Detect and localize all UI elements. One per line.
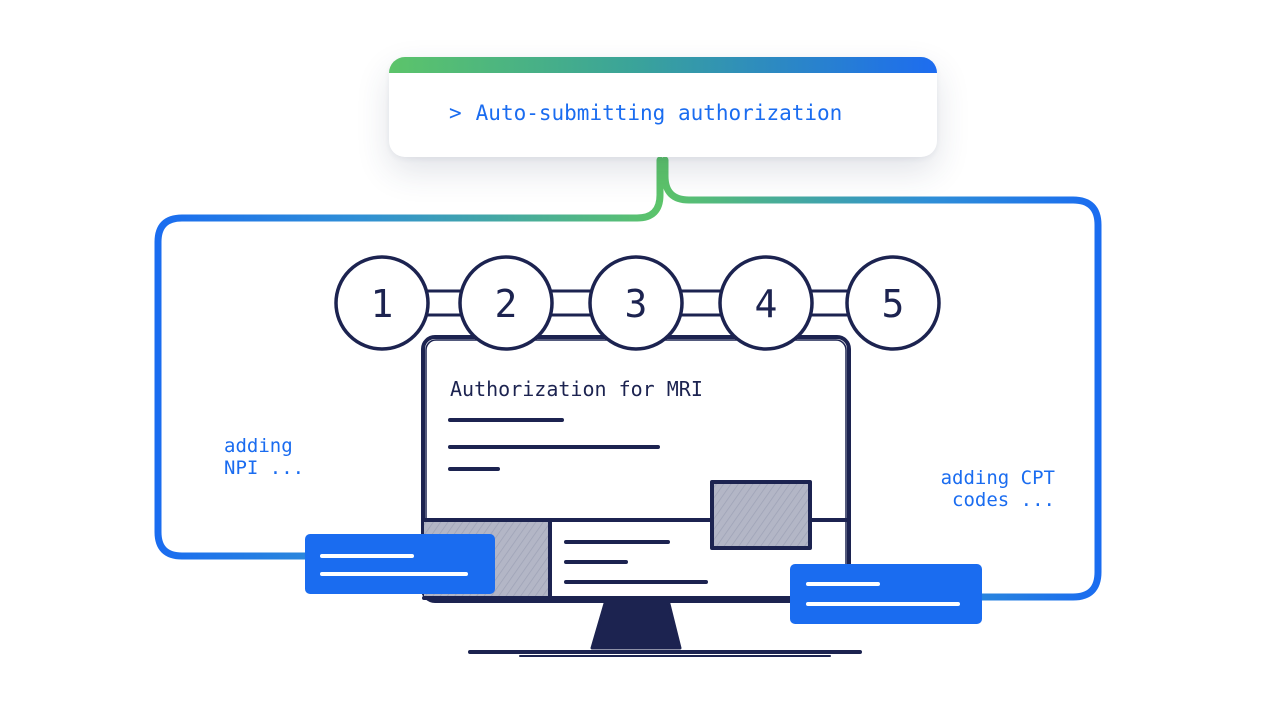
step-number: 4 (755, 282, 778, 326)
step-number: 2 (495, 282, 518, 326)
npi-label: adding NPI ... (224, 435, 305, 479)
status-line: > Auto-submitting authorization (449, 101, 842, 125)
step-4: 4 (718, 255, 814, 351)
step-circle (718, 255, 814, 351)
npi-card (305, 534, 495, 594)
form-title: Authorization for MRI (450, 377, 703, 401)
connector-right (661, 156, 1102, 601)
step-circle (588, 255, 684, 351)
status-card: > Auto-submitting authorization (389, 57, 937, 157)
step-3: 3 (588, 255, 684, 351)
step-circle (458, 255, 554, 351)
step-number: 3 (625, 282, 648, 326)
screen-hatched-block-right (710, 480, 812, 550)
step-circle (845, 255, 941, 351)
step-number: 5 (882, 282, 905, 326)
prompt-chevron-icon: > (449, 101, 462, 125)
step-circle (334, 255, 430, 351)
step-chain (427, 289, 848, 317)
cpt-card (790, 564, 982, 624)
status-card-gradient-bar (389, 57, 937, 73)
connector-left (154, 156, 664, 560)
step-circles: 1 2 3 4 5 (334, 255, 941, 351)
status-message: Auto-submitting authorization (475, 101, 843, 125)
step-2: 2 (458, 255, 554, 351)
step-5: 5 (845, 255, 941, 351)
cpt-label: adding CPT codes ... (940, 467, 1055, 511)
step-1: 1 (334, 255, 430, 351)
monitor-stand (590, 598, 682, 650)
step-number: 1 (371, 282, 394, 326)
